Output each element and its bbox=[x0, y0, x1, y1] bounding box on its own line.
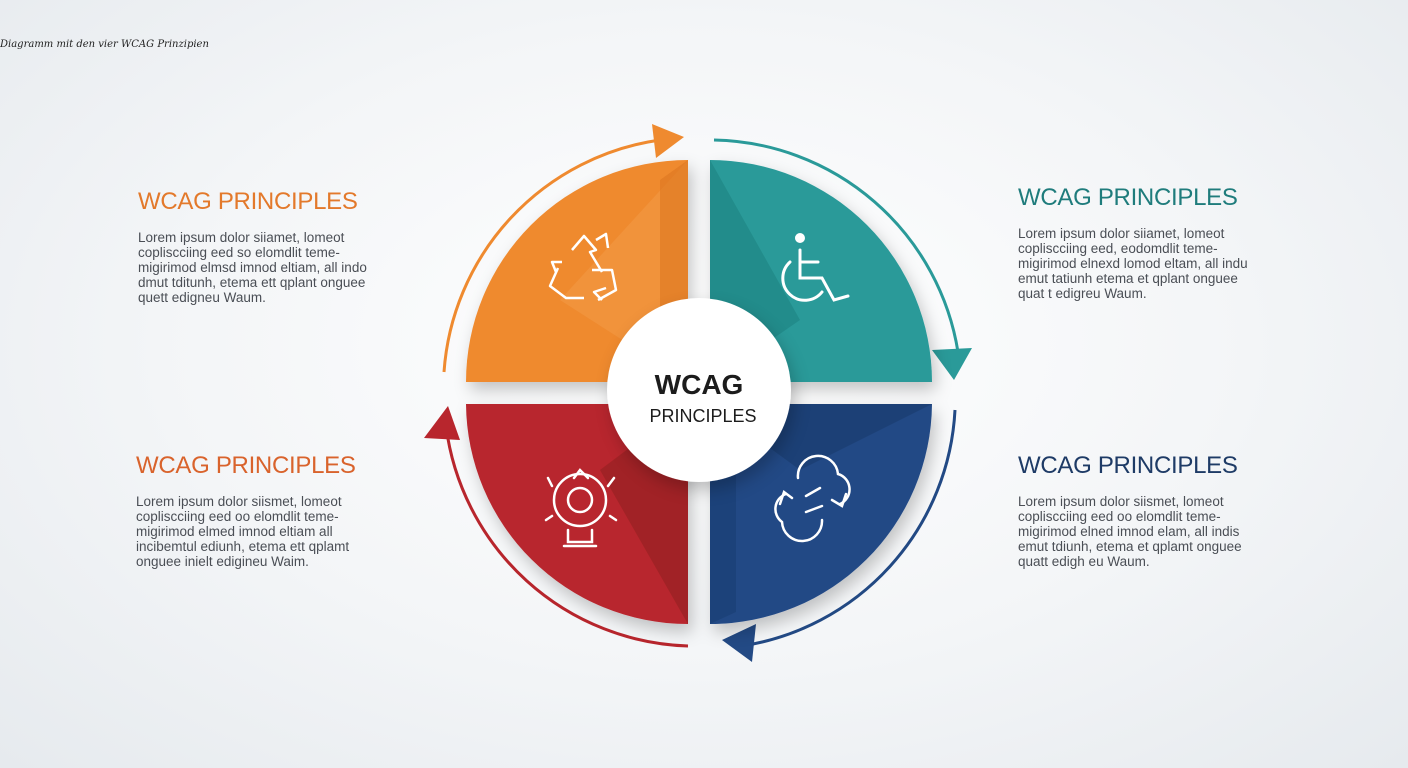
arrow-arc-teal bbox=[713, 138, 960, 353]
arrow-arc-orange bbox=[442, 138, 661, 373]
principle-panel-top-right: WCAG PRINCIPLES Lorem ipsum dolor siiame… bbox=[1018, 184, 1268, 301]
principle-title: WCAG PRINCIPLES bbox=[138, 188, 358, 215]
principle-panel-bottom-right: WCAG PRINCIPLES Lorem ipsum dolor siisme… bbox=[1018, 452, 1268, 569]
principle-panel-bottom-left: WCAG PRINCIPLES Lorem ipsum dolor siisme… bbox=[136, 452, 386, 569]
wheelchair-icon bbox=[781, 233, 850, 302]
center-title: WCAG bbox=[655, 369, 744, 400]
principle-text: Lorem ipsum dolor siismet, lomeot coplis… bbox=[136, 494, 350, 569]
arrow-head-teal bbox=[932, 348, 972, 380]
cycle-arrows bbox=[442, 138, 960, 648]
arrow-head-blue bbox=[722, 624, 756, 662]
center-subtitle: PRINCIPLES bbox=[649, 406, 756, 426]
recycle-icon bbox=[548, 232, 618, 302]
cycle-arrows-icon bbox=[774, 454, 851, 543]
head-gears-icon bbox=[544, 468, 618, 548]
principle-text: Lorem ipsum dolor siiamet, lomeot coplis… bbox=[138, 230, 367, 305]
arrow-head-orange bbox=[652, 124, 684, 158]
principle-title: WCAG PRINCIPLES bbox=[1018, 452, 1238, 479]
center-circle bbox=[607, 298, 791, 482]
diagram-caption: Diagramm mit den vier WCAG Prinzipien bbox=[0, 39, 209, 50]
principle-text: Lorem ipsum dolor siismet, lomeot coplis… bbox=[1018, 494, 1242, 569]
principle-title: WCAG PRINCIPLES bbox=[136, 452, 356, 479]
principle-title: WCAG PRINCIPLES bbox=[1018, 184, 1238, 211]
arrow-head-red bbox=[424, 406, 460, 440]
arrow-arc-blue bbox=[741, 409, 957, 648]
arrow-arc-red bbox=[444, 425, 689, 648]
principle-panel-top-left: WCAG PRINCIPLES Lorem ipsum dolor siiame… bbox=[138, 188, 388, 305]
arrow-heads bbox=[424, 124, 972, 662]
principle-text: Lorem ipsum dolor siiamet, lomeot coplis… bbox=[1018, 226, 1248, 301]
